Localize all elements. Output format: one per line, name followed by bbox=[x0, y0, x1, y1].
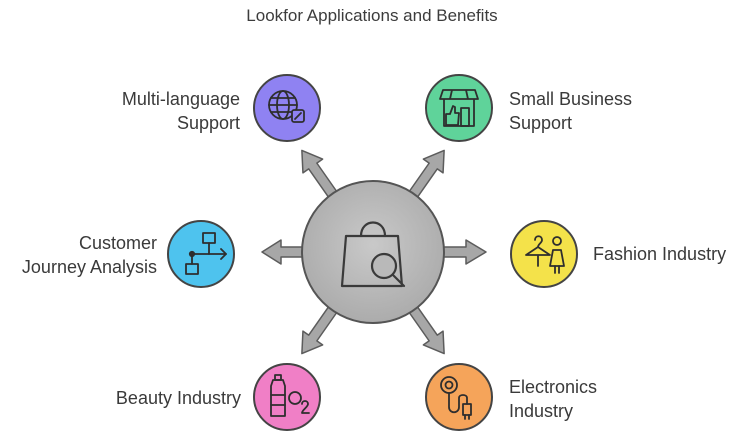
node-fashion bbox=[510, 220, 578, 288]
node-multilang bbox=[253, 74, 321, 142]
storefront-thumbs-up-icon bbox=[439, 89, 479, 127]
label-fashion: Fashion Industry bbox=[593, 244, 727, 264]
arrow-left bbox=[261, 239, 306, 265]
flowchart-icon bbox=[185, 232, 227, 275]
label-multilang: Multi-language Support bbox=[121, 89, 240, 133]
hanger-dress-icon bbox=[525, 235, 565, 274]
node-customer-journey bbox=[167, 220, 235, 288]
cosmetics-bottle-o2-icon bbox=[270, 374, 310, 417]
shopping-bag-search-icon bbox=[340, 221, 406, 288]
diagram-title: Lookfor Applications and Benefits bbox=[246, 6, 498, 25]
node-beauty bbox=[253, 363, 321, 431]
label-small-business: Small Business Support bbox=[509, 89, 633, 133]
node-electronics bbox=[425, 363, 493, 431]
cable-plug-icon bbox=[440, 376, 472, 420]
node-small-business bbox=[425, 74, 493, 142]
globe-translate-icon bbox=[268, 90, 305, 123]
label-electronics: Electronics Industry bbox=[509, 377, 598, 421]
label-customer-journey: Customer Journey Analysis bbox=[21, 233, 157, 277]
arrow-right bbox=[439, 239, 487, 265]
label-beauty: Beauty Industry bbox=[115, 388, 241, 408]
center-hub bbox=[301, 180, 445, 324]
